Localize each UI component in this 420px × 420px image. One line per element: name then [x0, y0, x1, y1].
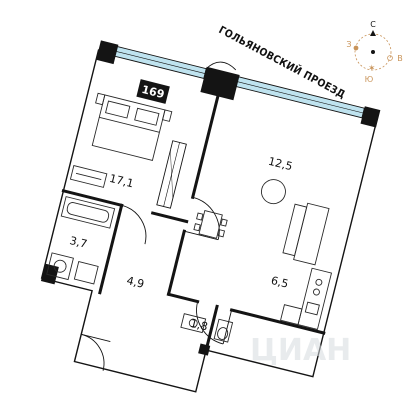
dining-table — [193, 210, 228, 239]
kitchen-counter — [280, 267, 333, 330]
compass-north: С — [370, 20, 376, 29]
unit-number: 169 — [140, 83, 165, 101]
washer-sink — [46, 252, 99, 285]
living-area: 12,5 — [267, 155, 294, 174]
sofa — [282, 202, 330, 266]
desk — [69, 165, 108, 188]
compass-south-star-icon: ✶ — [368, 64, 376, 74]
compass: С З В ✶ Ю — [346, 20, 402, 84]
bed — [91, 92, 173, 161]
wc-area: 1,8 — [189, 317, 209, 334]
bathroom-area: 3,7 — [68, 234, 88, 251]
watermark: ЦИАН — [250, 333, 351, 368]
wc-fixtures — [180, 313, 234, 343]
plan-group: 169 — [40, 40, 381, 393]
unit-number-badge — [136, 79, 170, 104]
compass-east: В — [397, 54, 403, 63]
floor-outline — [40, 49, 378, 393]
kitchen-area: 6,5 — [270, 274, 290, 291]
compass-north-arrow-icon — [370, 30, 376, 36]
hall-area: 4,9 — [125, 274, 145, 291]
wardrobe — [156, 140, 187, 209]
compass-west: З — [346, 40, 351, 49]
bedroom-area: 17,1 — [108, 172, 135, 191]
wall-blocks — [40, 40, 381, 356]
door-swings — [81, 196, 233, 371]
window-glazing — [113, 45, 365, 119]
compass-south: Ю — [365, 75, 374, 84]
bathtub — [60, 196, 116, 229]
coffee-table — [261, 179, 286, 205]
